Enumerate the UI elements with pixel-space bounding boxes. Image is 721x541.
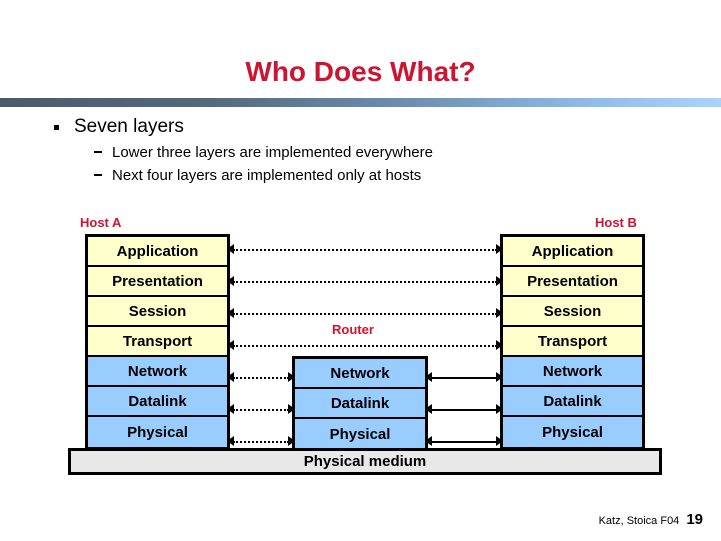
router-layer-physical: Physical [295,419,425,449]
footer-page-number: 19 [686,511,703,528]
bullet-level2-item: Lower three layers are implemented every… [94,142,721,163]
connector-datalink-hosta-router [227,404,295,415]
bullet-level2-label: Next four layers are implemented only at… [112,167,422,184]
host-b-stack: Application Presentation Session Transpo… [500,234,645,450]
arrowhead-left-icon [227,340,234,350]
host-b-layer-presentation: Presentation [503,267,642,297]
host-b-layer-datalink: Datalink [503,387,642,417]
host-b-layer-application: Application [503,237,642,267]
connector-physical-router-hostb [425,436,503,447]
connector-presentation-hosta-hostb [227,276,503,287]
connector-line [431,377,497,379]
host-a-stack: Application Presentation Session Transpo… [85,234,230,450]
host-a-layer-datalink: Datalink [88,387,227,417]
connector-line [233,345,497,347]
arrowhead-left-icon [227,436,234,446]
arrowhead-right-icon [496,372,503,382]
arrowhead-left-icon [425,436,432,446]
bullet-level1-label: Seven layers [74,116,184,137]
bullet-list: Seven layers Lower three layers are impl… [0,114,721,186]
connector-network-hosta-router [227,372,295,383]
arrowhead-right-icon [288,436,295,446]
arrowhead-left-icon [227,372,234,382]
arrowhead-left-icon [227,404,234,414]
slide-footer: Katz, Stoica F04 19 [599,511,703,528]
bullet-level2-item: Next four layers are implemented only at… [94,165,721,186]
bullet-level1: Seven layers [52,114,721,140]
host-b-layer-network: Network [503,357,642,387]
router-stack: Network Datalink Physical [292,356,428,452]
arrowhead-left-icon [227,244,234,254]
host-b-layer-session: Session [503,297,642,327]
arrowhead-right-icon [288,372,295,382]
arrowhead-right-icon [496,244,503,254]
arrowhead-right-icon [288,404,295,414]
arrowhead-right-icon [496,340,503,350]
arrowhead-left-icon [425,404,432,414]
connector-line [233,409,289,411]
arrowhead-right-icon [496,308,503,318]
title-divider-rule [0,98,721,107]
slide-title: Who Does What? [245,56,476,87]
arrowhead-right-icon [496,436,503,446]
square-bullet-icon [54,125,59,130]
connector-application-hosta-hostb [227,244,503,255]
host-a-layer-transport: Transport [88,327,227,357]
dash-bullet-icon [94,174,102,176]
host-a-layer-application: Application [88,237,227,267]
arrowhead-left-icon [227,276,234,286]
connector-transport-hosta-hostb [227,340,503,351]
physical-medium-bar: Physical medium [68,448,662,475]
connector-line [431,441,497,443]
connector-line [233,441,289,443]
connector-line [233,377,289,379]
footer-credit: Katz, Stoica F04 [598,515,680,527]
host-b-layer-transport: Transport [503,327,642,357]
connector-line [233,249,497,251]
host-a-layer-session: Session [88,297,227,327]
connector-line [431,409,497,411]
connector-physical-hosta-router [227,436,295,447]
dash-bullet-icon [94,151,102,153]
router-layer-datalink: Datalink [295,389,425,419]
host-b-layer-physical: Physical [503,417,642,447]
arrowhead-left-icon [425,372,432,382]
connector-line [233,313,497,315]
arrowhead-right-icon [496,404,503,414]
bullet-level2-label: Lower three layers are implemented every… [112,144,433,161]
host-a-layer-network: Network [88,357,227,387]
connector-session-hosta-hostb [227,308,503,319]
host-a-label: Host A [80,215,122,230]
arrowhead-left-icon [227,308,234,318]
host-b-label: Host B [595,215,637,230]
connector-network-router-hostb [425,372,503,383]
router-layer-network: Network [295,359,425,389]
arrowhead-right-icon [496,276,503,286]
connector-line [233,281,497,283]
connector-datalink-router-hostb [425,404,503,415]
router-label: Router [327,322,379,337]
host-a-layer-physical: Physical [88,417,227,447]
host-a-layer-presentation: Presentation [88,267,227,297]
